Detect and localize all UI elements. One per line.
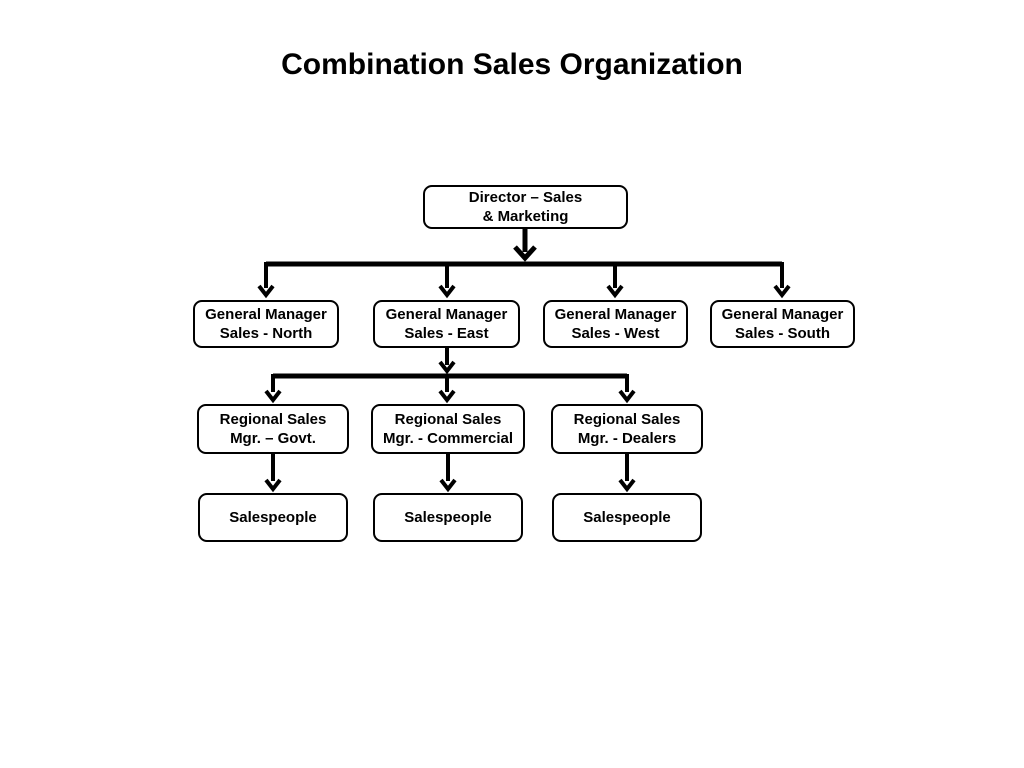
node-label: Salespeople: [583, 509, 671, 526]
arrowhead-sp-2: [439, 478, 457, 493]
arrowhead-director: [513, 245, 537, 262]
node-label-line2: Mgr. - Commercial: [382, 430, 514, 447]
node-label: Salespeople: [229, 509, 317, 526]
arrowhead-rm-commercial: [438, 389, 456, 404]
node-label-line2: Mgr. - Dealers: [577, 430, 677, 447]
node-label-line1: General Manager: [554, 306, 677, 323]
node-label-line1: Director – Sales: [468, 189, 583, 206]
arrowhead-gm-east: [438, 284, 456, 299]
node-gm-sales-east: General Manager Sales - East: [373, 300, 520, 348]
node-label-line1: Regional Sales: [219, 411, 327, 428]
arrowhead-sp-3: [618, 478, 636, 493]
node-label: Salespeople: [404, 509, 492, 526]
arrowhead-sp-1: [264, 478, 282, 493]
node-label-line1: Regional Sales: [573, 411, 681, 428]
node-label-line1: General Manager: [205, 306, 327, 323]
node-gm-sales-south: General Manager Sales - South: [710, 300, 855, 348]
arrowhead-gm-west: [606, 284, 624, 299]
node-label-line2: Mgr. – Govt.: [230, 430, 316, 447]
node-director-sales-marketing: Director – Sales & Marketing: [423, 185, 628, 229]
node-label-line2: & Marketing: [482, 208, 569, 225]
arrowhead-level2-rail: [438, 360, 456, 375]
node-gm-sales-north: General Manager Sales - North: [193, 300, 339, 348]
node-salespeople-commercial: Salespeople: [373, 493, 523, 542]
node-regional-mgr-govt: Regional Sales Mgr. – Govt.: [197, 404, 349, 454]
arrowhead-rm-govt: [264, 389, 282, 404]
node-label-line2: Sales - South: [734, 325, 831, 342]
node-label-line1: Regional Sales: [394, 411, 502, 428]
node-label-line2: Sales - West: [571, 325, 660, 342]
page-title: Combination Sales Organization: [281, 48, 743, 82]
node-regional-mgr-commercial: Regional Sales Mgr. - Commercial: [371, 404, 525, 454]
node-label-line2: Sales - East: [404, 325, 489, 342]
node-label-line1: General Manager: [385, 306, 508, 323]
node-label-line1: General Manager: [721, 306, 844, 323]
arrowhead-gm-south: [773, 284, 791, 299]
node-label-line2: Sales - North: [219, 325, 313, 342]
arrowhead-rm-dealers: [618, 389, 636, 404]
node-gm-sales-west: General Manager Sales - West: [543, 300, 688, 348]
node-salespeople-dealers: Salespeople: [552, 493, 702, 542]
node-regional-mgr-dealers: Regional Sales Mgr. - Dealers: [551, 404, 703, 454]
node-salespeople-govt: Salespeople: [198, 493, 348, 542]
arrowhead-gm-north: [257, 284, 275, 299]
